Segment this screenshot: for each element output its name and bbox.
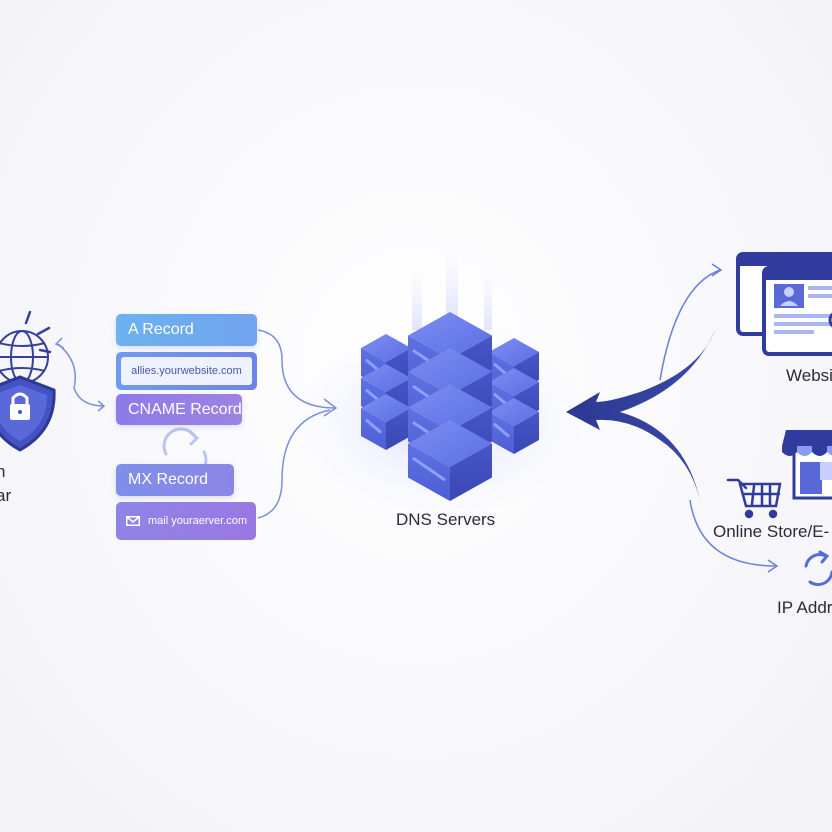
cname-record-text: CNAME Record (128, 400, 242, 418)
registrar-label-line1: n (0, 462, 6, 481)
a-record-value-text: allies.yourwebsite.com (121, 357, 252, 385)
registrar-label-line2: ar (0, 486, 12, 505)
mx-record-text: MX Record (128, 471, 209, 488)
shopping-cart-icon (726, 478, 782, 519)
website-label: Websi (786, 366, 832, 385)
ip-address-label: IP Addr (777, 598, 832, 617)
link-to-website (659, 269, 721, 381)
light-beam (484, 270, 492, 330)
arrow-head (711, 263, 723, 277)
a-record-text: A Record (128, 321, 194, 338)
a-record-value[interactable]: allies.yourwebsite.com (116, 352, 257, 390)
server-unit (408, 420, 492, 502)
refresh-icon (804, 550, 832, 587)
light-beam (446, 250, 458, 320)
envelope-icon (126, 516, 140, 526)
arrow-head (767, 559, 779, 573)
mx-record-value[interactable]: mail yourаerver.com (116, 502, 256, 540)
globe-icon (0, 330, 49, 384)
signal-rays (24, 310, 52, 354)
server-stack-icon (361, 312, 539, 502)
main-flow-arrow (566, 330, 715, 500)
link-to-ip (689, 499, 777, 567)
cname-record-label[interactable]: CNAME Record (116, 394, 242, 425)
online-store-label: Online Store/E- (713, 522, 830, 541)
arrow-head (54, 337, 65, 349)
mx-record-label[interactable]: MX Record (116, 464, 234, 496)
server-unit (361, 394, 411, 450)
server-unit (489, 398, 539, 454)
a-record-label[interactable]: A Record (116, 314, 257, 346)
mx-record-value-text: mail yourаerver.com (148, 515, 248, 527)
dns-servers-label: DNS Servers (396, 510, 496, 529)
light-beam (412, 270, 422, 330)
arrow-head (97, 400, 106, 412)
records-link-line (257, 329, 337, 409)
records-link-line (257, 409, 331, 519)
shield-lock-icon (0, 375, 56, 452)
browser-window-icon (736, 252, 832, 356)
arrow-head (323, 398, 338, 417)
registrar-link-line (57, 343, 105, 407)
storefront-icon (782, 430, 832, 500)
